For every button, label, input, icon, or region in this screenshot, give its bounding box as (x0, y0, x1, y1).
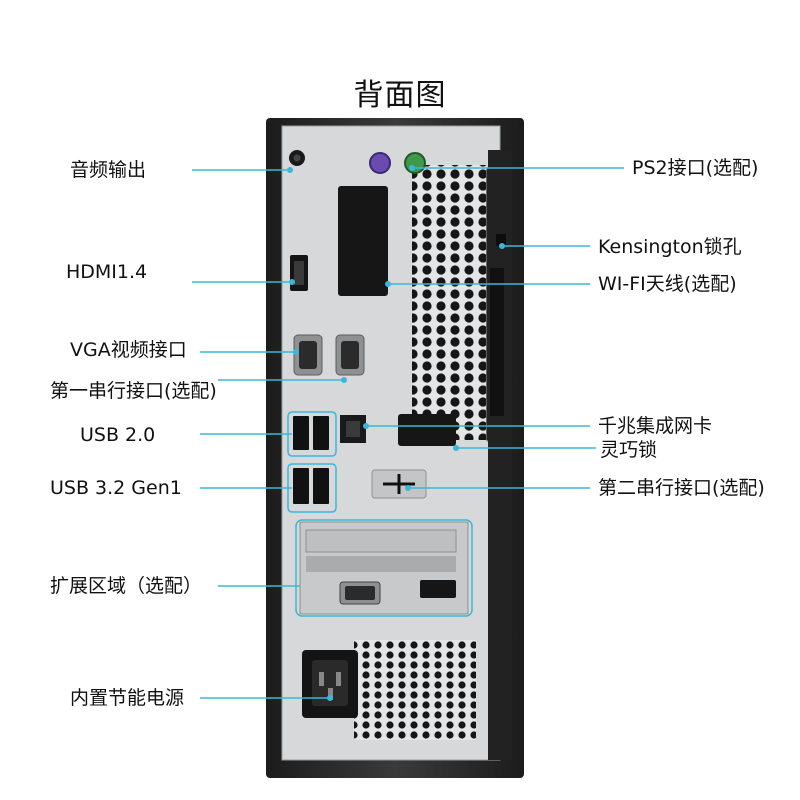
expansion-hdmi (420, 580, 456, 598)
lock-slot (398, 414, 456, 446)
usb2-port-a (293, 416, 309, 450)
diagram-title: 背面图 (353, 78, 447, 113)
usb3-port-b (313, 468, 329, 504)
ps2-port-green (404, 152, 426, 174)
top-vent (412, 165, 486, 440)
label-expansion: 扩展区域（选配） (50, 575, 203, 597)
label-vga: VGA视频接口 (70, 339, 187, 361)
label-serial-1: 第一串行接口(选配) (50, 380, 217, 402)
callout-lines (192, 167, 624, 699)
label-wifi: WI-FI天线(选配) (598, 273, 737, 295)
usb3-port-a (293, 468, 309, 504)
kensington-slot (496, 234, 506, 246)
wifi-module (338, 186, 388, 296)
label-lan: 千兆集成网卡 (598, 415, 713, 437)
usb2-port-b (313, 416, 329, 450)
label-ps2: PS2接口(选配) (632, 157, 759, 179)
psu-vent (354, 640, 476, 740)
label-audio-out: 音频输出 (70, 159, 147, 181)
ps2-port-purple (369, 152, 391, 174)
callout-dots (287, 165, 505, 701)
label-kensington: Kensington锁孔 (598, 236, 742, 258)
label-usb32: USB 3.2 Gen1 (50, 477, 182, 499)
label-lock: 灵巧锁 (600, 439, 658, 461)
label-hdmi: HDMI1.4 (66, 261, 148, 283)
label-serial-2: 第二串行接口(选配) (598, 477, 765, 499)
label-psu: 内置节能电源 (70, 687, 185, 709)
label-usb2: USB 2.0 (80, 424, 156, 446)
